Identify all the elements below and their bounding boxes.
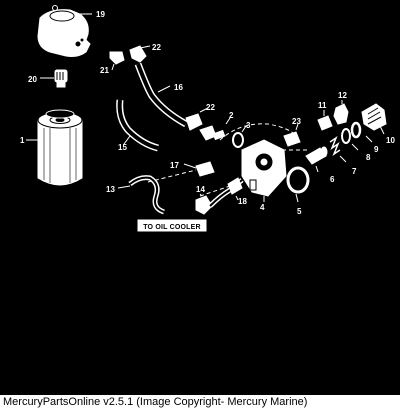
part-11-fitting	[317, 115, 333, 131]
oil-filter-exploded-diagram: 19 20 1 21 22 16 15 22 2 3 23 11 12 10 9…	[20, 5, 395, 232]
part-9-washer	[350, 121, 362, 139]
part-18-line	[208, 177, 244, 208]
callout-6: 6	[330, 175, 335, 184]
part-6-valve	[305, 146, 328, 165]
part-12-sender	[333, 103, 349, 125]
part-4-housing	[241, 139, 287, 197]
part-23-fitting	[185, 113, 203, 131]
part-15-hose	[116, 99, 159, 152]
callout-8: 8	[366, 153, 371, 162]
callout-13: 13	[106, 185, 115, 194]
callout-10: 10	[386, 136, 395, 145]
callout-14: 14	[196, 185, 205, 194]
part-19-adapter	[37, 5, 91, 57]
callout-15: 15	[118, 143, 127, 152]
callout-9: 9	[374, 145, 379, 154]
to-oil-cooler-box	[137, 219, 207, 232]
callout-5: 5	[297, 207, 302, 216]
callout-23: 22	[206, 103, 215, 112]
part-17-fitting	[195, 161, 215, 177]
part-20-nipple	[54, 69, 68, 88]
part-3-washer	[232, 132, 244, 148]
callout-18: 18	[238, 197, 247, 206]
part-8-oring	[341, 128, 351, 144]
callout-20: 20	[28, 75, 37, 84]
callout-12: 12	[338, 91, 347, 100]
part-22-fitting-top	[129, 45, 147, 63]
part-22-fitting-right	[283, 131, 301, 147]
callout-22-right: 23	[292, 117, 301, 126]
part-16-hose	[134, 62, 188, 128]
part-7-spring	[329, 136, 341, 156]
to-oil-cooler-caption: TO OIL COOLER	[143, 224, 201, 231]
part-21-elbow	[109, 51, 125, 65]
part-13-tube	[128, 175, 165, 215]
callout-3: 3	[246, 121, 251, 130]
part-2-union	[199, 125, 226, 141]
callout-21: 21	[100, 66, 109, 75]
part-10-plug	[361, 103, 387, 131]
callout-7: 7	[352, 167, 357, 176]
part-5-gasket	[286, 166, 310, 194]
callout-16: 16	[174, 83, 183, 92]
callout-11: 11	[318, 101, 327, 110]
callout-19: 19	[96, 10, 105, 19]
callout-22-top: 22	[152, 43, 161, 52]
callout-4: 4	[260, 203, 265, 212]
callout-labels: 19 20 1 21 22 16 15 22 2 3 23 11 12 10 9…	[20, 10, 395, 216]
copyright-footer: MercuryPartsOnline v2.5.1 (Image Copyrig…	[0, 395, 400, 410]
callout-2: 2	[229, 111, 234, 120]
callout-1: 1	[20, 136, 25, 145]
part-14-elbow	[195, 195, 213, 215]
part-1-oil-filter	[37, 109, 83, 186]
callout-17: 17	[170, 161, 179, 170]
